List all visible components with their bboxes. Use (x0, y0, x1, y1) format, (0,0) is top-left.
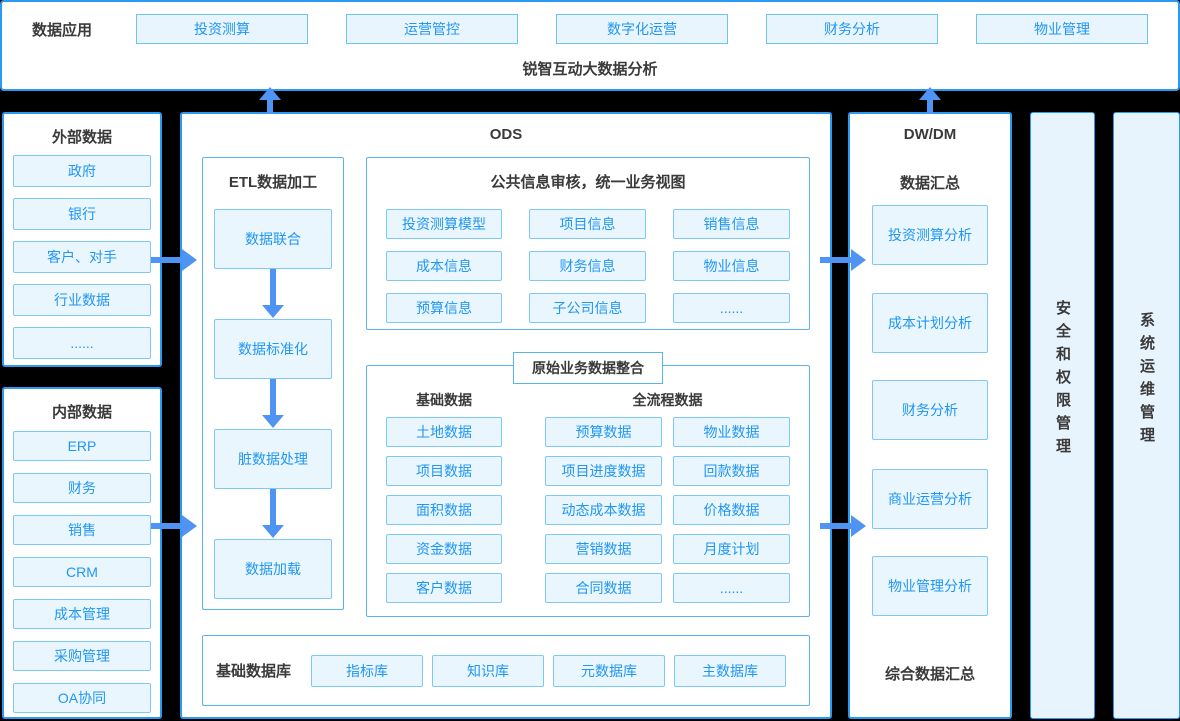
base-data-item: 面积数据 (386, 495, 502, 525)
app-buttons-row: 数据应用 投资测算 运营管控 数字化运营 财务分析 物业管理 (2, 2, 1178, 44)
base-database-item: 指标库 (311, 654, 424, 687)
system-ops-label: 系统运维管理 (1138, 311, 1155, 450)
platform-title: 锐智互动大数据分析 (522, 61, 658, 78)
external-data-item: 银行 (13, 198, 151, 230)
app-button-operation-control: 运营管控 (346, 14, 518, 44)
common-info-item: ...... (673, 293, 790, 323)
common-info-item: 预算信息 (386, 293, 502, 323)
ods-panel: ODS ETL数据加工 数据联合 数据标准化 脏数据处理 数据加载 公共信息审核… (180, 112, 832, 719)
external-data-item: 行业数据 (13, 284, 151, 316)
process-data-item: 预算数据 (545, 417, 662, 447)
base-data-item: 客户数据 (386, 573, 502, 603)
process-data-item: 回款数据 (673, 456, 790, 486)
app-button-digital-operation: 数字化运营 (556, 14, 728, 44)
base-data-item: 项目数据 (386, 456, 502, 486)
external-data-item: 政府 (13, 155, 151, 187)
process-data-item: 合同数据 (545, 573, 662, 603)
external-data-item: 客户、对手 (13, 241, 151, 273)
arrow-down-icon (262, 269, 284, 318)
base-data-column: 土地数据 项目数据 面积数据 资金数据 客户数据 (386, 417, 502, 603)
process-data-item: 月度计划 (673, 534, 790, 564)
dwdm-analysis-item: 物业管理分析 (872, 556, 988, 616)
dwdm-analysis-item: 财务分析 (872, 380, 988, 440)
process-data-item: 项目进度数据 (545, 456, 662, 486)
internal-data-item: 采购管理 (13, 641, 151, 671)
arrow-ods-to-dwdm-bottom-icon (820, 515, 866, 537)
base-database-title: 基础数据库 (216, 663, 292, 680)
security-permission-label: 安全和权限管理 (1054, 300, 1071, 461)
common-info-item: 投资测算模型 (386, 209, 502, 239)
raw-data-integration-panel: 原始业务数据整合 基础数据 全流程数据 土地数据 项目数据 面积数据 资金数据 … (366, 352, 810, 617)
data-application-bar: 数据应用 投资测算 运营管控 数字化运营 财务分析 物业管理 锐智互动大数据分析 (0, 0, 1180, 91)
common-info-item: 子公司信息 (529, 293, 646, 323)
raw-data-integration-title: 原始业务数据整合 (513, 352, 663, 384)
process-data-header: 全流程数据 (632, 392, 703, 408)
common-info-item: 项目信息 (529, 209, 646, 239)
process-data-item: 物业数据 (673, 417, 790, 447)
app-button-finance-analysis: 财务分析 (766, 14, 938, 44)
internal-data-item: CRM (13, 557, 151, 587)
dwdm-panel: DW/DM 数据汇总 投资测算分析 成本计划分析 财务分析 商业运营分析 物业管… (848, 112, 1012, 719)
process-data-item: 营销数据 (545, 534, 662, 564)
common-info-title: 公共信息审核，统一业务视图 (490, 174, 686, 191)
base-data-item: 资金数据 (386, 534, 502, 564)
data-application-label: 数据应用 (32, 21, 93, 39)
process-data-item: 动态成本数据 (545, 495, 662, 525)
common-info-item: 物业信息 (673, 251, 790, 281)
base-database-panel: 基础数据库 指标库 知识库 元数据库 主数据库 (202, 635, 810, 706)
dwdm-analysis-item: 商业运营分析 (872, 469, 988, 529)
internal-data-item: ERP (13, 431, 151, 461)
external-data-panel: 外部数据 政府 银行 客户、对手 行业数据 ...... (2, 112, 162, 367)
external-data-item: ...... (13, 327, 151, 359)
security-permission-bar: 安全和权限管理 (1030, 112, 1095, 719)
process-data-item: 价格数据 (673, 495, 790, 525)
common-info-item: 成本信息 (386, 251, 502, 281)
etl-step: 脏数据处理 (214, 429, 332, 489)
arrow-up-dwdm-to-apps-icon (919, 87, 941, 114)
external-data-title: 外部数据 (51, 129, 112, 146)
common-info-grid: 投资测算模型 项目信息 销售信息 成本信息 财务信息 物业信息 预算信息 子公司… (367, 192, 809, 323)
arrow-internal-to-ods-icon (151, 515, 197, 537)
internal-data-item: 成本管理 (13, 599, 151, 629)
arrow-ods-to-dwdm-top-icon (820, 249, 866, 271)
base-data-item: 土地数据 (386, 417, 502, 447)
arrow-down-icon (262, 489, 284, 538)
system-ops-bar: 系统运维管理 (1113, 112, 1180, 719)
internal-data-item: OA协同 (13, 683, 151, 713)
etl-step: 数据联合 (214, 209, 332, 269)
arrow-up-ods-to-apps-icon (259, 87, 281, 114)
base-database-item: 主数据库 (674, 654, 787, 687)
etl-panel: ETL数据加工 数据联合 数据标准化 脏数据处理 数据加载 (202, 157, 344, 610)
external-data-list: 政府 银行 客户、对手 行业数据 ...... (13, 155, 151, 359)
comprehensive-summary-label: 综合数据汇总 (884, 666, 975, 683)
common-info-panel: 公共信息审核，统一业务视图 投资测算模型 项目信息 销售信息 成本信息 财务信息… (366, 157, 810, 330)
arrow-down-icon (262, 379, 284, 428)
data-summary-title: 数据汇总 (899, 175, 960, 192)
process-data-item: ...... (673, 573, 790, 603)
base-database-item: 元数据库 (553, 654, 666, 687)
arrow-external-to-ods-icon (151, 249, 197, 271)
process-data-column-left: 预算数据 项目进度数据 动态成本数据 营销数据 合同数据 (545, 417, 662, 603)
internal-data-panel: 内部数据 ERP 财务 销售 CRM 成本管理 采购管理 OA协同 (2, 387, 162, 719)
base-database-item: 知识库 (432, 654, 545, 687)
etl-title: ETL数据加工 (228, 174, 318, 191)
etl-step: 数据标准化 (214, 319, 332, 379)
process-data-column-right: 物业数据 回款数据 价格数据 月度计划 ...... (673, 417, 790, 603)
internal-data-list: ERP 财务 销售 CRM 成本管理 采购管理 OA协同 (13, 431, 151, 713)
ods-title: ODS (489, 126, 523, 143)
base-data-header: 基础数据 (416, 392, 472, 408)
common-info-item: 财务信息 (529, 251, 646, 281)
app-button-investment-calc: 投资测算 (136, 14, 308, 44)
app-button-property-management: 物业管理 (976, 14, 1148, 44)
internal-data-item: 销售 (13, 515, 151, 545)
dwdm-analysis-item: 成本计划分析 (872, 293, 988, 353)
common-info-item: 销售信息 (673, 209, 790, 239)
etl-step: 数据加载 (214, 539, 332, 599)
dwdm-analysis-item: 投资测算分析 (872, 205, 988, 265)
internal-data-item: 财务 (13, 473, 151, 503)
internal-data-title: 内部数据 (51, 404, 112, 421)
dwdm-title: DW/DM (903, 126, 957, 143)
